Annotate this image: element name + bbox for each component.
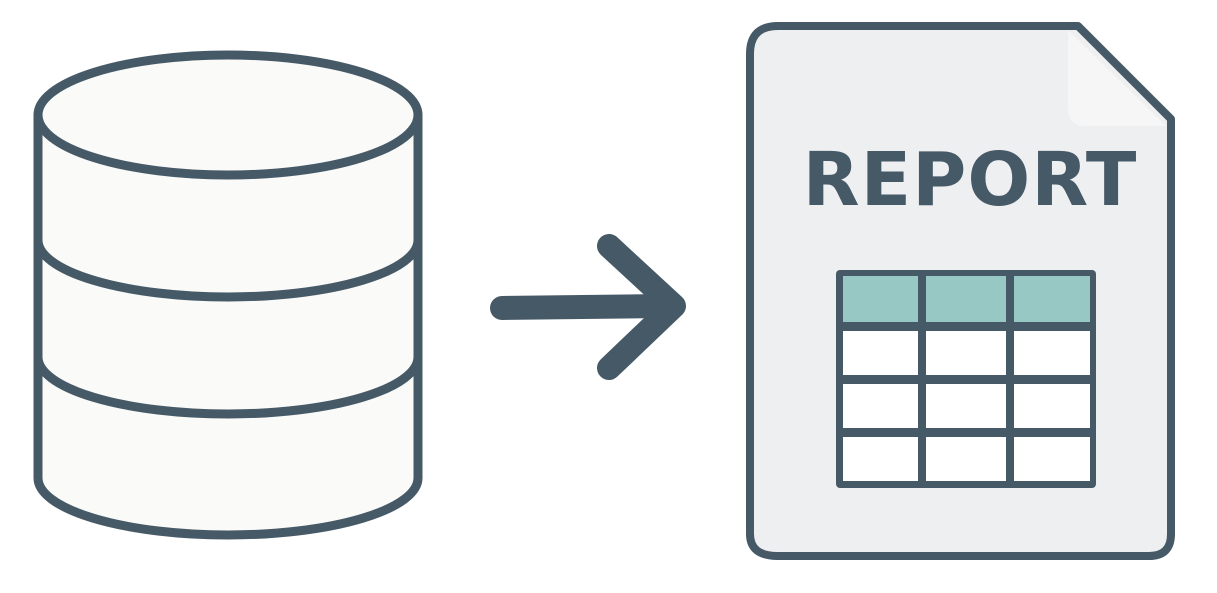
report-title: REPORT bbox=[803, 137, 1138, 223]
database-divider-2 bbox=[33, 352, 423, 419]
table-cell bbox=[843, 384, 918, 428]
report-document-icon: REPORT bbox=[746, 22, 1175, 560]
report-table-frame bbox=[836, 270, 1096, 488]
table-cell bbox=[1014, 384, 1090, 428]
table-cell bbox=[843, 331, 918, 375]
table-header-cell bbox=[926, 276, 1006, 322]
table-cell bbox=[1014, 331, 1090, 375]
table-header-cell bbox=[843, 276, 918, 322]
report-table bbox=[836, 270, 1096, 488]
table-cell bbox=[843, 437, 918, 481]
table-cell bbox=[1014, 437, 1090, 481]
table-header-cell bbox=[1014, 276, 1090, 322]
arrow-head bbox=[597, 234, 686, 380]
table-cell bbox=[926, 437, 1006, 481]
database-top bbox=[33, 50, 423, 180]
arrow-shaft bbox=[490, 294, 677, 320]
database-body bbox=[33, 110, 423, 540]
database-divider-1 bbox=[33, 235, 423, 302]
database-icon bbox=[33, 50, 423, 540]
report-page-fold bbox=[1068, 30, 1166, 126]
table-cell bbox=[926, 384, 1006, 428]
table-cell bbox=[926, 331, 1006, 375]
arrow-right-icon bbox=[490, 234, 686, 380]
